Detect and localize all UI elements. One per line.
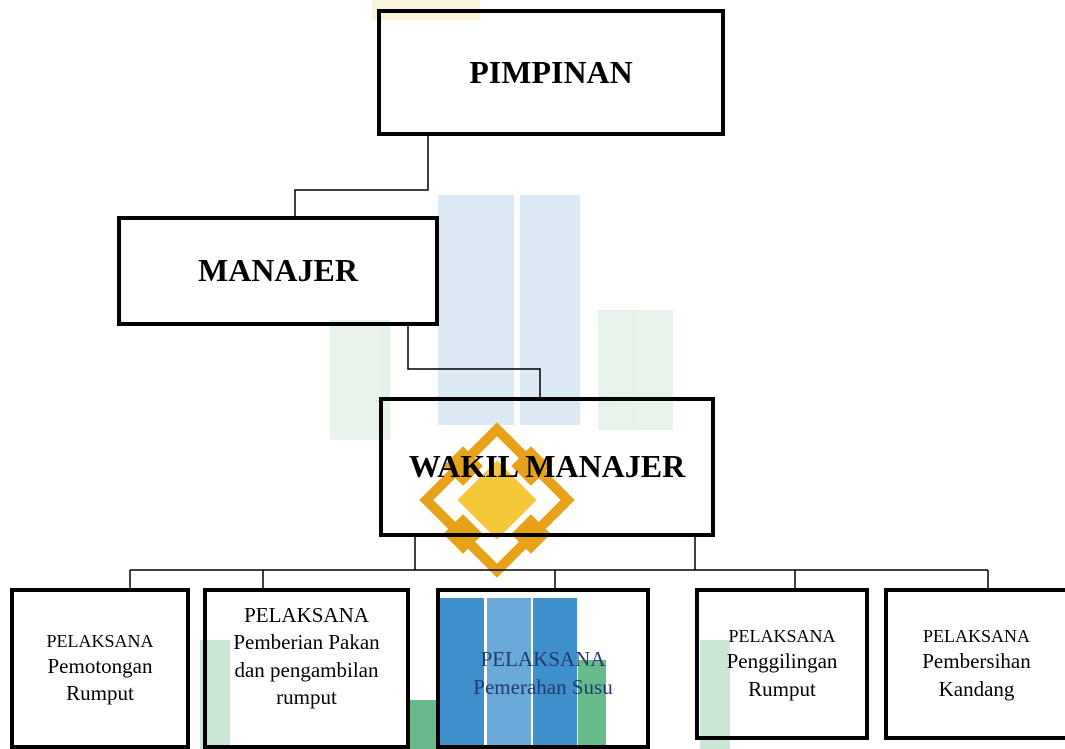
node-role: PELAKSANA xyxy=(480,647,606,672)
connector-lines xyxy=(129,136,989,590)
node-role: PELAKSANA xyxy=(244,603,369,627)
edge-pimpinan-manajer xyxy=(294,136,429,218)
node-role: PELAKSANA xyxy=(46,630,154,651)
node-manajer: MANAJER xyxy=(117,216,439,326)
node-role: PELAKSANA xyxy=(728,626,836,646)
node-title: WAKIL MANAJER xyxy=(408,448,686,485)
node-title: MANAJER xyxy=(198,252,358,289)
node-task: Pemberian Pakan dan pengambilan rumput xyxy=(233,630,380,709)
node-pelaksana-pembersihan: PELAKSANA Pembersihan Kandang xyxy=(884,588,1065,740)
node-pelaksana-pemotongan: PELAKSANA Pemotongan Rumput xyxy=(10,588,190,749)
node-task: Pemerahan Susu xyxy=(473,674,613,699)
node-pelaksana-penggilingan: PELAKSANA Penggilingan Rumput xyxy=(695,588,869,740)
node-pelaksana-pakan: PELAKSANA Pemberian Pakan dan pengambila… xyxy=(203,588,410,749)
node-role: PELAKSANA xyxy=(922,626,1030,646)
node-task: Penggilingan Rumput xyxy=(726,649,838,701)
node-task: Pembersihan Kandang xyxy=(922,649,1031,701)
node-task: Pemotongan Rumput xyxy=(47,653,153,706)
node-pimpinan: PIMPINAN xyxy=(377,9,725,136)
edge-manajer-wakil xyxy=(407,326,541,398)
node-pelaksana-pemerahan: PELAKSANA Pemerahan Susu xyxy=(436,588,650,749)
node-wakil-manajer: WAKIL MANAJER xyxy=(379,397,715,537)
node-title: PIMPINAN xyxy=(469,53,633,90)
